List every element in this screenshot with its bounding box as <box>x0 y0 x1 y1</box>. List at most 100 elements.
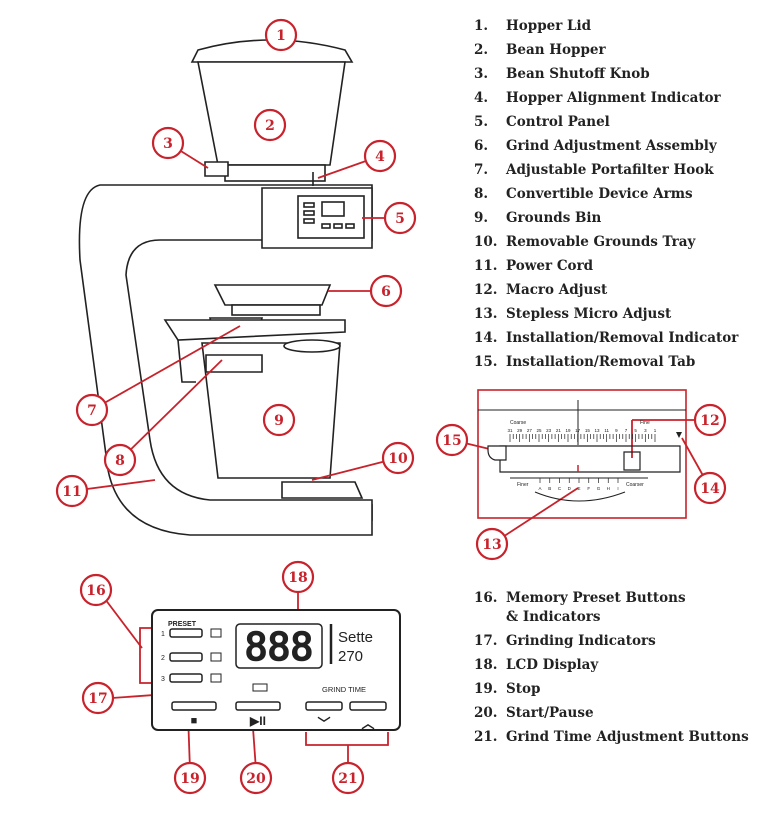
callout-4-label: 4 <box>375 149 385 165</box>
legend-label: Hopper Alignment Indicator <box>506 90 721 106</box>
preset-indicator-1 <box>210 628 222 638</box>
legend-number: 17. <box>474 633 498 649</box>
macro-scale-number: 15 <box>585 428 591 433</box>
callout-13-label: 13 <box>482 537 501 553</box>
legend-label: Grind Adjustment Assembly <box>506 138 717 154</box>
callout-14: 14 <box>693 471 727 505</box>
legend-number: 20. <box>474 705 498 721</box>
callout-9-label: 9 <box>274 413 284 429</box>
legend-label-continued: & Indicators <box>506 609 601 625</box>
lcd-digits: 888 <box>245 625 314 669</box>
callout-19-label: 19 <box>180 771 199 787</box>
macro-scale-number: 13 <box>594 428 600 433</box>
macro-scale-number: 17 <box>575 428 581 433</box>
legend-number: 21. <box>474 729 498 745</box>
micro-scale-letter: C <box>558 486 562 491</box>
scale-fine-label: Fine <box>640 420 650 426</box>
micro-scale-letter: G <box>597 486 601 491</box>
macro-scale-number: 7 <box>625 428 628 433</box>
callout-16-label: 16 <box>86 583 105 599</box>
macro-scale-number: 21 <box>556 428 562 433</box>
legend-number: 7. <box>474 162 489 178</box>
legend-label: Bean Hopper <box>506 42 606 58</box>
callout-12-label: 12 <box>700 413 719 429</box>
stop-button[interactable] <box>171 701 217 711</box>
callout-21: 21 <box>331 761 365 795</box>
preset-indicator-3 <box>210 673 222 683</box>
callout-17-label: 17 <box>88 691 107 707</box>
start-pause-button[interactable] <box>235 701 281 711</box>
callout-7: 7 <box>75 393 109 427</box>
grounds-tray <box>281 481 364 499</box>
panel-frame <box>151 609 401 731</box>
grind-time-down-button[interactable] <box>305 701 343 711</box>
callout-4: 4 <box>363 139 397 173</box>
callout-18-label: 18 <box>288 570 307 586</box>
control-panel-detail: PRESET 1 2 3 888 Sette 270 GRIND TIME ■ … <box>151 609 401 731</box>
legend-number: 6. <box>474 138 489 154</box>
preset-number-1: 1 <box>161 631 165 638</box>
legend-label: Removable Grounds Tray <box>506 234 696 250</box>
stop-icon: ■ <box>191 715 198 727</box>
callout-19: 19 <box>173 761 207 795</box>
macro-scale-number: 23 <box>546 428 552 433</box>
preset-label: PRESET <box>168 621 197 628</box>
legend-label: Adjustable Portafilter Hook <box>506 162 714 178</box>
callout-13: 13 <box>475 527 509 561</box>
callout-15: 15 <box>435 423 469 457</box>
callout-8: 8 <box>103 443 137 477</box>
callout-20: 20 <box>239 761 273 795</box>
lcd-display <box>235 623 323 669</box>
chevron-up-icon: ︿ <box>361 716 374 731</box>
legend-label: Convertible Device Arms <box>506 186 693 202</box>
brand-line-1: Sette <box>338 629 373 646</box>
macro-scale-number: 9 <box>615 428 618 433</box>
grind-time-label: GRIND TIME <box>322 685 366 694</box>
micro-scale-letter: A <box>538 486 541 491</box>
callout-1-label: 1 <box>276 28 286 44</box>
legend-top: 1.Hopper Lid 2.Bean Hopper 3.Bean Shutof… <box>474 18 754 378</box>
preset-button-3[interactable] <box>169 673 203 683</box>
legend-number: 4. <box>474 90 489 106</box>
legend-number: 2. <box>474 42 489 58</box>
callout-11: 11 <box>55 474 89 508</box>
macro-scale-ticks <box>509 434 656 442</box>
micro-scale-letter: I <box>617 486 618 491</box>
callout-8-label: 8 <box>115 453 125 469</box>
legend-label: Power Cord <box>506 258 594 274</box>
legend-label: Hopper Lid <box>506 18 592 34</box>
callout-10: 10 <box>381 441 415 475</box>
macro-scale-number: 27 <box>527 428 533 433</box>
callout-2: 2 <box>253 108 287 142</box>
micro-scale-letter: E <box>577 486 580 491</box>
legend-number: 10. <box>474 234 498 250</box>
callout-15-label: 15 <box>442 433 461 449</box>
macro-scale-number: 1 <box>654 428 657 433</box>
macro-scale-number: 3 <box>644 428 647 433</box>
legend-number: 5. <box>474 114 489 130</box>
callouts: 1 2 3 4 5 6 7 8 9 10 11 12 13 14 15 16 1… <box>55 18 727 795</box>
callout-12: 12 <box>693 403 727 437</box>
callout-2-label: 2 <box>265 118 275 134</box>
callout-10-label: 10 <box>388 451 408 467</box>
legend-label: Control Panel <box>506 114 610 130</box>
legend-label: Start/Pause <box>506 705 594 721</box>
legend-label: Stop <box>506 681 541 697</box>
macro-scale-number: 25 <box>536 428 542 433</box>
macro-scale-number: 19 <box>565 428 571 433</box>
callout-7-label: 7 <box>87 403 97 419</box>
preset-button-1[interactable] <box>169 628 203 638</box>
grind-time-up-button[interactable] <box>349 701 387 711</box>
scale-coarse-label: Coarse <box>510 420 526 426</box>
micro-finer-label: Finer <box>517 482 529 488</box>
legend-label: Grounds Bin <box>506 210 602 226</box>
legend-number: 16. <box>474 590 498 606</box>
callout-3-label: 3 <box>163 136 173 152</box>
callout-9: 9 <box>262 403 296 437</box>
legend-bottom: 16. Memory Preset Buttons & Indicators 1… <box>474 590 754 750</box>
legend-label: Macro Adjust <box>506 282 608 298</box>
legend-label: Memory Preset Buttons <box>506 590 686 606</box>
callout-3: 3 <box>151 126 185 160</box>
preset-button-2[interactable] <box>169 652 203 662</box>
